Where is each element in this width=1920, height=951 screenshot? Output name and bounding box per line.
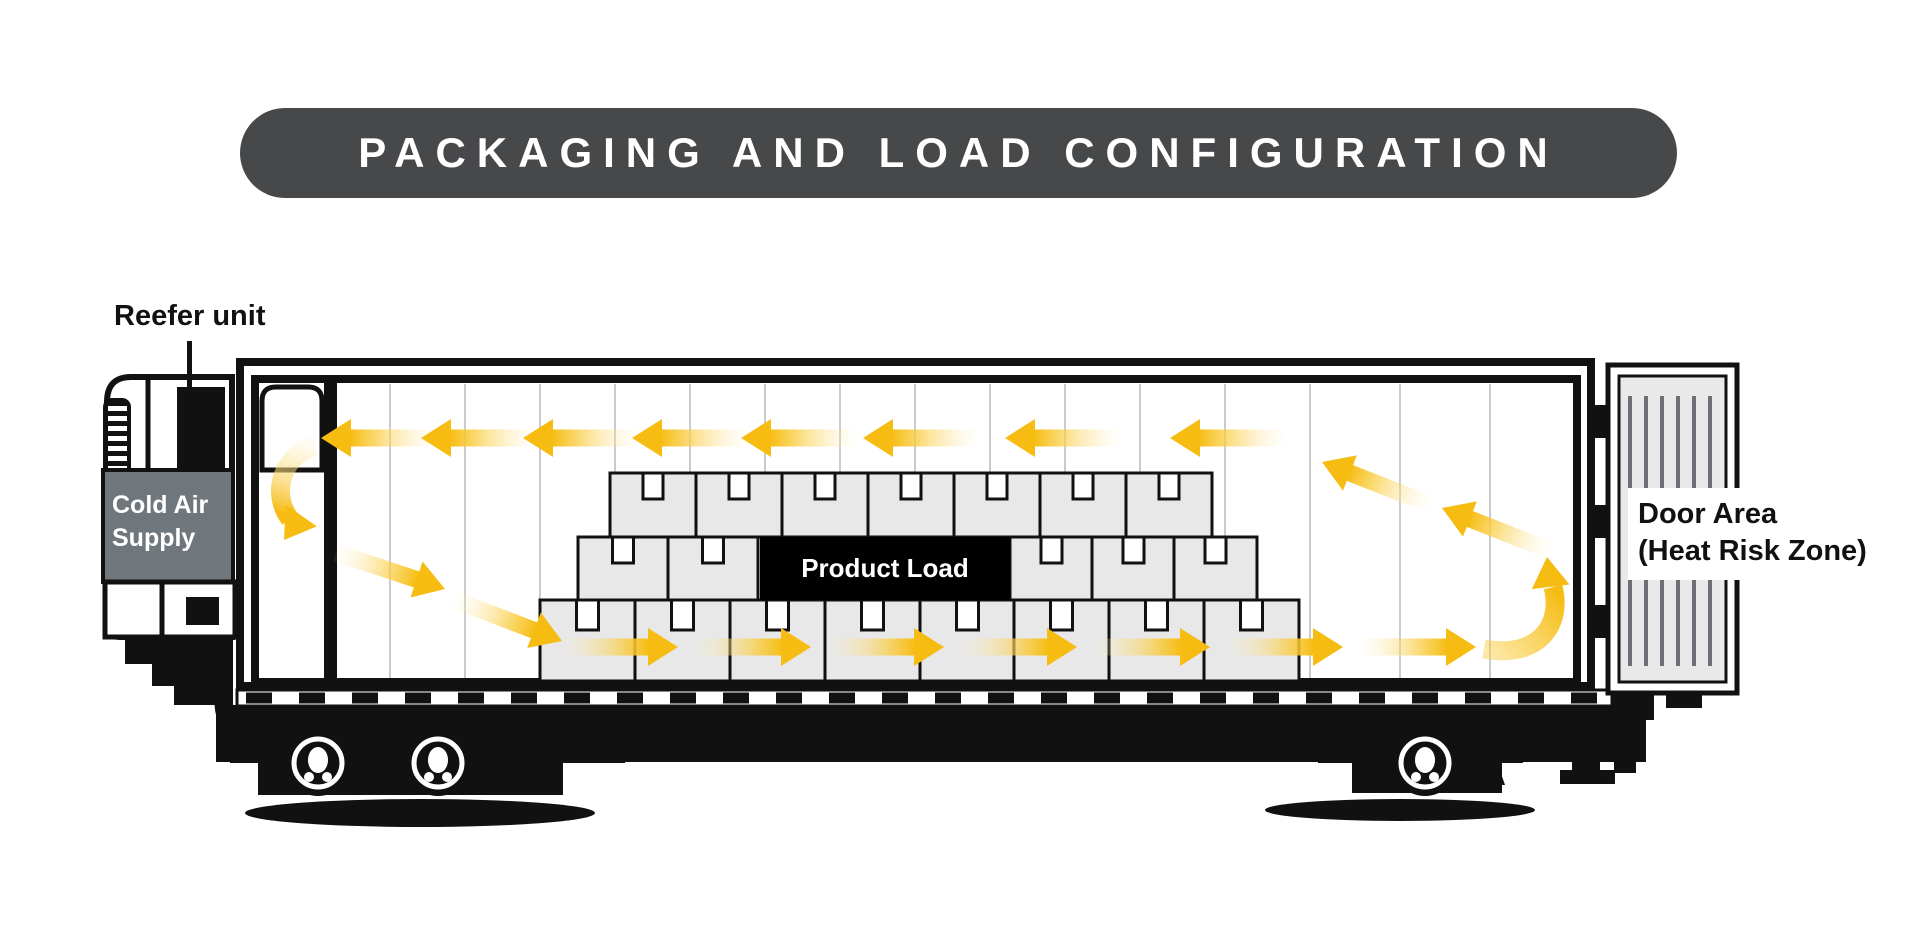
cold-air-supply-panel [101,468,235,584]
product-load-label: Product Load [801,553,969,583]
reefer-pointer-line [187,341,192,389]
airflow-rear-riser [1315,444,1570,661]
cold-air-supply-label: Cold Air Supply [112,489,208,555]
airflow-front-downflow [268,436,569,659]
air-hose [214,701,254,736]
front-wheel-1 [285,730,351,796]
trailer-bottom-rail [235,688,1614,708]
front-wheel-2 [405,730,471,796]
product-load-label-box [760,537,1010,600]
door-area-label: Door Area (Heat Risk Zone) [1628,488,1898,580]
cab [101,341,254,736]
product-boxes-top-row [608,471,1214,539]
page-title: PACKAGING AND LOAD CONFIGURATION [358,129,1559,176]
door-area-line2: (Heat Risk Zone) [1638,535,1867,567]
reefer-unit-label: Reefer unit [114,300,266,332]
door-area-line1: Door Area [1638,498,1778,530]
title-banner: PACKAGING AND LOAD CONFIGURATION [240,108,1677,198]
front-bulkhead [324,379,337,682]
ground-shadows [245,799,1535,827]
door-feet [1602,692,1702,773]
fuel-tank [186,597,219,625]
rear-wheel [1392,730,1458,796]
reefer-unit-box [177,387,225,470]
cold-air-supply-line1: Cold Air [112,491,209,519]
cold-air-supply-line2: Supply [112,524,196,552]
grille-icon [103,398,131,482]
cab-steps [125,637,233,705]
